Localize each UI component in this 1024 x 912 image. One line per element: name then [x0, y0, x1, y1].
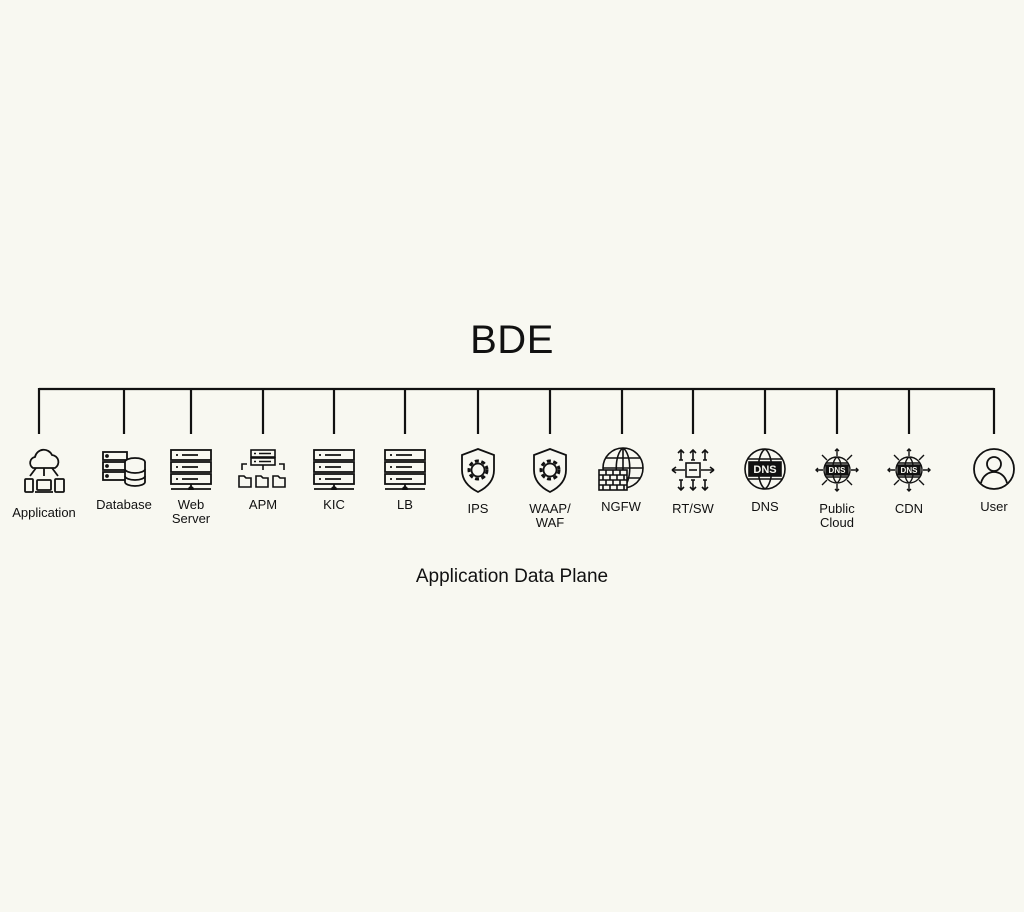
- node-label: LB: [397, 497, 413, 512]
- node-application: Application: [0, 446, 89, 520]
- node-label: RT/SW: [672, 501, 714, 516]
- node-label: Application: [12, 505, 76, 520]
- diagram-title: BDE: [470, 318, 554, 362]
- svg-text:DNS: DNS: [829, 466, 847, 475]
- node-label: DNS: [751, 499, 779, 514]
- user-icon: [973, 448, 1015, 490]
- node-label: NGFW: [601, 499, 641, 514]
- cloud-devices-icon: [24, 448, 65, 493]
- node-public-cloud: DNS Public Cloud: [792, 446, 882, 530]
- firewall-globe-icon: [598, 447, 644, 491]
- server-icon: [170, 449, 212, 490]
- svg-text:DNS: DNS: [753, 464, 776, 476]
- node-label: KIC: [323, 497, 345, 512]
- node-label: Database: [96, 497, 152, 512]
- server-icon: [384, 449, 426, 490]
- server-icon: [313, 449, 355, 490]
- node-label: Web Server: [171, 497, 211, 526]
- node-dns: DNS DNS: [720, 446, 810, 514]
- node-cdn: DNS CDN: [864, 446, 954, 516]
- node-ngfw: NGFW: [576, 446, 666, 514]
- node-web-server: Web Server: [146, 446, 236, 526]
- node-waap-waf: WAAP/ WAF: [505, 446, 595, 530]
- diagram-subtitle: Application Data Plane: [415, 566, 609, 587]
- node-database: Database: [79, 446, 169, 512]
- node-ips: IPS: [433, 446, 523, 516]
- node-kic: KIC: [289, 446, 379, 512]
- dns-globe-arrows-icon: DNS: [887, 448, 931, 492]
- node-apm: APM: [218, 446, 308, 512]
- node-label: Public Cloud: [819, 501, 855, 530]
- node-user: User: [949, 446, 1024, 514]
- database-icon: [102, 451, 146, 487]
- node-lb: LB: [360, 446, 450, 512]
- dns-globe-icon: DNS: [744, 448, 786, 490]
- svg-text:DNS: DNS: [901, 466, 919, 475]
- node-label: CDN: [894, 501, 924, 516]
- node-label: User: [980, 499, 1008, 514]
- node-label: APM: [248, 497, 278, 512]
- shield-gear-icon: [461, 448, 495, 494]
- apm-icon: [238, 449, 286, 488]
- shield-gear-icon: [533, 448, 567, 494]
- node-rt-sw: RT/SW: [648, 446, 738, 516]
- node-label: WAAP/ WAF: [529, 501, 571, 530]
- node-label: IPS: [467, 501, 489, 516]
- dns-globe-arrows-icon: DNS: [815, 448, 859, 492]
- router-switch-icon: [671, 448, 715, 492]
